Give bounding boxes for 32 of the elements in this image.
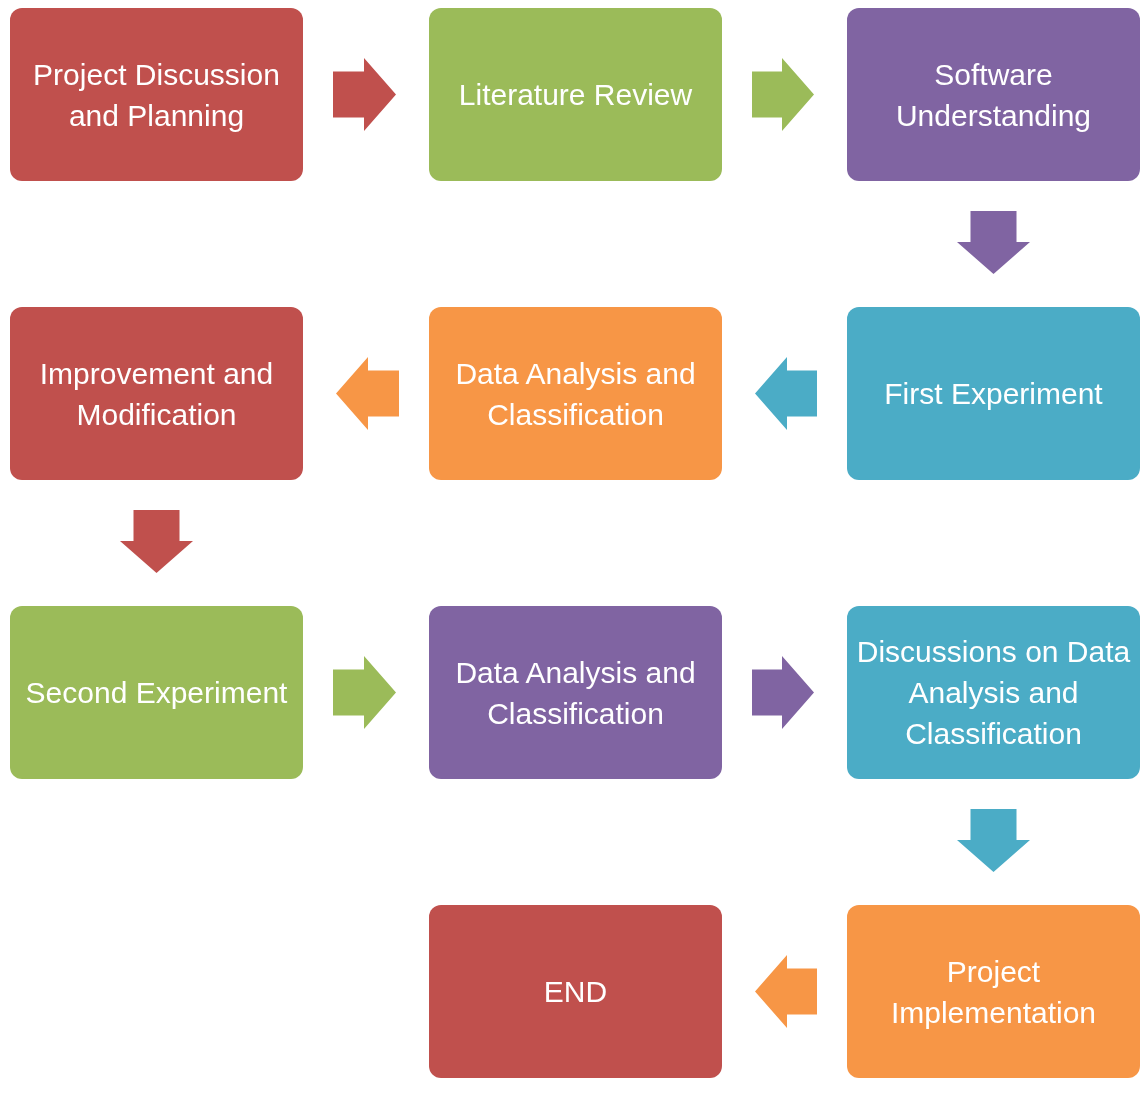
process-box xyxy=(429,8,722,181)
box-label: Project Discussion and Planning xyxy=(32,56,281,134)
block-arrow xyxy=(333,656,396,729)
process-box xyxy=(429,905,722,1078)
box-label: Software Understanding xyxy=(894,56,1093,134)
block-arrow xyxy=(120,510,193,573)
block-arrow xyxy=(333,58,396,131)
box-label: Data Analysis and Classification xyxy=(454,654,697,732)
block-arrow xyxy=(752,656,814,729)
process-box xyxy=(847,307,1140,480)
process-box xyxy=(847,606,1140,779)
process-box xyxy=(847,8,1140,181)
block-arrow xyxy=(957,809,1030,872)
box-label: Project Implementation xyxy=(889,953,1098,1031)
process-box xyxy=(10,8,303,181)
box-label: First Experiment xyxy=(884,376,1103,412)
block-arrow xyxy=(336,357,399,430)
process-box xyxy=(847,905,1140,1078)
block-arrow xyxy=(752,58,814,131)
box-label: END xyxy=(543,974,608,1010)
block-arrow xyxy=(755,955,817,1028)
block-arrow xyxy=(957,211,1030,274)
block-arrow xyxy=(755,357,817,430)
box-label: Second Experiment xyxy=(25,675,288,711)
box-label: Literature Review xyxy=(458,77,693,113)
process-box xyxy=(10,606,303,779)
box-label: Discussions on Data Analysis and Classification xyxy=(855,634,1132,752)
process-box xyxy=(429,307,722,480)
box-label: Improvement and Modification xyxy=(38,355,275,433)
box-label: Data Analysis and Classification xyxy=(454,355,697,433)
process-box xyxy=(10,307,303,480)
process-box xyxy=(429,606,722,779)
